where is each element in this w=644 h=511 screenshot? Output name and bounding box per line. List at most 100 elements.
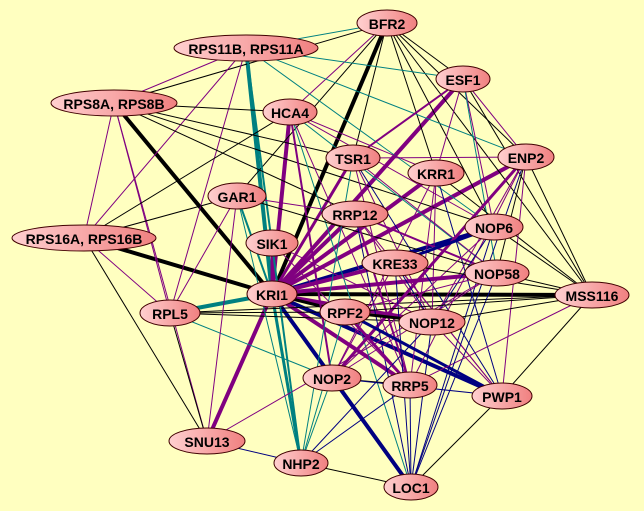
node-ellipse[interactable] bbox=[246, 280, 298, 308]
node-ellipse[interactable] bbox=[50, 89, 178, 117]
node-ellipse[interactable] bbox=[471, 382, 533, 410]
node-nhp2[interactable]: NHP2 bbox=[273, 449, 329, 477]
node-label: KRI1 bbox=[256, 287, 288, 303]
node-ellipse[interactable] bbox=[173, 34, 319, 62]
node-nop2[interactable]: NOP2 bbox=[302, 364, 362, 392]
node-ellipse[interactable] bbox=[321, 200, 389, 228]
node-label: HCA4 bbox=[271, 105, 309, 121]
edge-enp2-nop12 bbox=[431, 156, 527, 323]
edge-esf1-tsr1 bbox=[352, 78, 464, 159]
node-ellipse[interactable] bbox=[325, 144, 381, 172]
edge-rrp5-mss116 bbox=[409, 294, 593, 386]
node-label: NOP6 bbox=[475, 220, 513, 236]
node-label: TSR1 bbox=[335, 151, 371, 167]
node-label: BFR2 bbox=[369, 16, 406, 32]
node-loc1[interactable]: LOC1 bbox=[383, 473, 439, 501]
node-ellipse[interactable] bbox=[302, 364, 362, 392]
node-ellipse[interactable] bbox=[435, 65, 491, 93]
node-ellipse[interactable] bbox=[319, 298, 371, 326]
edge-rpf2-pwp1 bbox=[344, 310, 503, 398]
node-nop12[interactable]: NOP12 bbox=[398, 308, 466, 336]
node-rpf2[interactable]: RPF2 bbox=[319, 298, 371, 326]
edge-bfr2-tsr1 bbox=[352, 22, 388, 159]
node-label: GAR1 bbox=[218, 189, 257, 205]
node-rps16a-rps16b[interactable]: RPS16A, RPS16B bbox=[11, 224, 157, 252]
node-ellipse[interactable] bbox=[464, 213, 524, 241]
node-ellipse[interactable] bbox=[356, 9, 418, 37]
edge-rrp5-nhp2 bbox=[300, 384, 411, 464]
node-label: SNU13 bbox=[184, 434, 229, 450]
node-label: RRP12 bbox=[332, 207, 377, 223]
edge-enp2-mss116 bbox=[525, 156, 593, 296]
node-label: ESF1 bbox=[445, 72, 480, 88]
edge-hca4-rrp5 bbox=[289, 111, 411, 386]
node-tsr1[interactable]: TSR1 bbox=[325, 144, 381, 172]
node-rrp12[interactable]: RRP12 bbox=[321, 200, 389, 228]
edge-rps11b-rps11a-rps16a-rps16b bbox=[83, 47, 247, 239]
edge-tsr1-pwp1 bbox=[352, 157, 503, 397]
edge-sik1-nhp2 bbox=[271, 242, 302, 464]
edge-rps8a-rps8b-snu13 bbox=[113, 102, 208, 442]
node-label: ENP2 bbox=[508, 150, 545, 166]
node-ellipse[interactable] bbox=[407, 159, 465, 187]
node-bfr2[interactable]: BFR2 bbox=[356, 9, 418, 37]
node-krr1[interactable]: KRR1 bbox=[407, 159, 465, 187]
edge-kri1-krr1 bbox=[270, 171, 438, 296]
edge-tsr1-nop58 bbox=[352, 157, 498, 274]
node-label: KRE33 bbox=[372, 256, 417, 272]
node-label: KRR1 bbox=[417, 166, 455, 182]
edge-nop12-loc1 bbox=[410, 321, 433, 488]
node-ellipse[interactable] bbox=[497, 143, 555, 171]
node-rrp5[interactable]: RRP5 bbox=[382, 371, 438, 399]
node-ellipse[interactable] bbox=[464, 259, 530, 287]
node-nop58[interactable]: NOP58 bbox=[464, 259, 530, 287]
edge-kri1-mss116 bbox=[271, 292, 593, 297]
edge-hca4-nop58 bbox=[289, 111, 498, 274]
node-ellipse[interactable] bbox=[139, 299, 201, 327]
node-label: SIK1 bbox=[256, 236, 287, 252]
edge-rps11b-rps11a-enp2 bbox=[245, 47, 527, 158]
node-ellipse[interactable] bbox=[207, 182, 267, 210]
node-ellipse[interactable] bbox=[398, 308, 466, 336]
node-enp2[interactable]: ENP2 bbox=[497, 143, 555, 171]
edge-pwp1-mss116 bbox=[501, 294, 593, 397]
edge-rpl5-gar1 bbox=[169, 195, 238, 314]
node-label: NHP2 bbox=[282, 456, 320, 472]
node-rps11b-rps11a[interactable]: RPS11B, RPS11A bbox=[173, 34, 319, 62]
node-ellipse[interactable] bbox=[168, 427, 246, 455]
node-label: NOP2 bbox=[313, 371, 351, 387]
node-ellipse[interactable] bbox=[262, 98, 318, 126]
edge-rrp12-rrp5 bbox=[354, 213, 411, 386]
edge-nop12-nhp2 bbox=[300, 321, 433, 464]
node-rps8a-rps8b[interactable]: RPS8A, RPS8B bbox=[50, 89, 178, 117]
node-kri1[interactable]: KRI1 bbox=[246, 280, 298, 308]
node-ellipse[interactable] bbox=[273, 449, 329, 477]
node-ellipse[interactable] bbox=[361, 249, 429, 277]
edge-gar1-snu13 bbox=[206, 195, 238, 442]
node-kre33[interactable]: KRE33 bbox=[361, 249, 429, 277]
node-sik1[interactable]: SIK1 bbox=[245, 229, 299, 257]
node-pwp1[interactable]: PWP1 bbox=[471, 382, 533, 410]
edge-bfr2-rps8a-rps8b bbox=[113, 22, 388, 104]
edge-bfr2-krr1 bbox=[386, 22, 437, 174]
node-nop6[interactable]: NOP6 bbox=[464, 213, 524, 241]
edge-bfr2-mss116 bbox=[386, 22, 593, 296]
node-ellipse[interactable] bbox=[382, 371, 438, 399]
node-hca4[interactable]: HCA4 bbox=[262, 98, 318, 126]
edge-rrp12-nop58 bbox=[354, 213, 498, 274]
edge-rps8a-rps8b-rps16a-rps16b bbox=[83, 102, 115, 239]
edge-esf1-nop6 bbox=[462, 78, 495, 228]
node-snu13[interactable]: SNU13 bbox=[168, 427, 246, 455]
node-ellipse[interactable] bbox=[383, 473, 439, 501]
node-ellipse[interactable] bbox=[554, 281, 630, 309]
node-mss116[interactable]: MSS116 bbox=[554, 281, 630, 309]
edge-tsr1-nop12 bbox=[352, 157, 433, 323]
edge-rps11b-rps11a-rpl5 bbox=[169, 47, 247, 314]
edge-hca4-krr1 bbox=[289, 111, 437, 174]
node-ellipse[interactable] bbox=[11, 224, 157, 252]
node-ellipse[interactable] bbox=[245, 229, 299, 257]
node-gar1[interactable]: GAR1 bbox=[207, 182, 267, 210]
node-esf1[interactable]: ESF1 bbox=[435, 65, 491, 93]
edge-hca4-nop6 bbox=[289, 111, 495, 228]
node-rpl5[interactable]: RPL5 bbox=[139, 299, 201, 327]
